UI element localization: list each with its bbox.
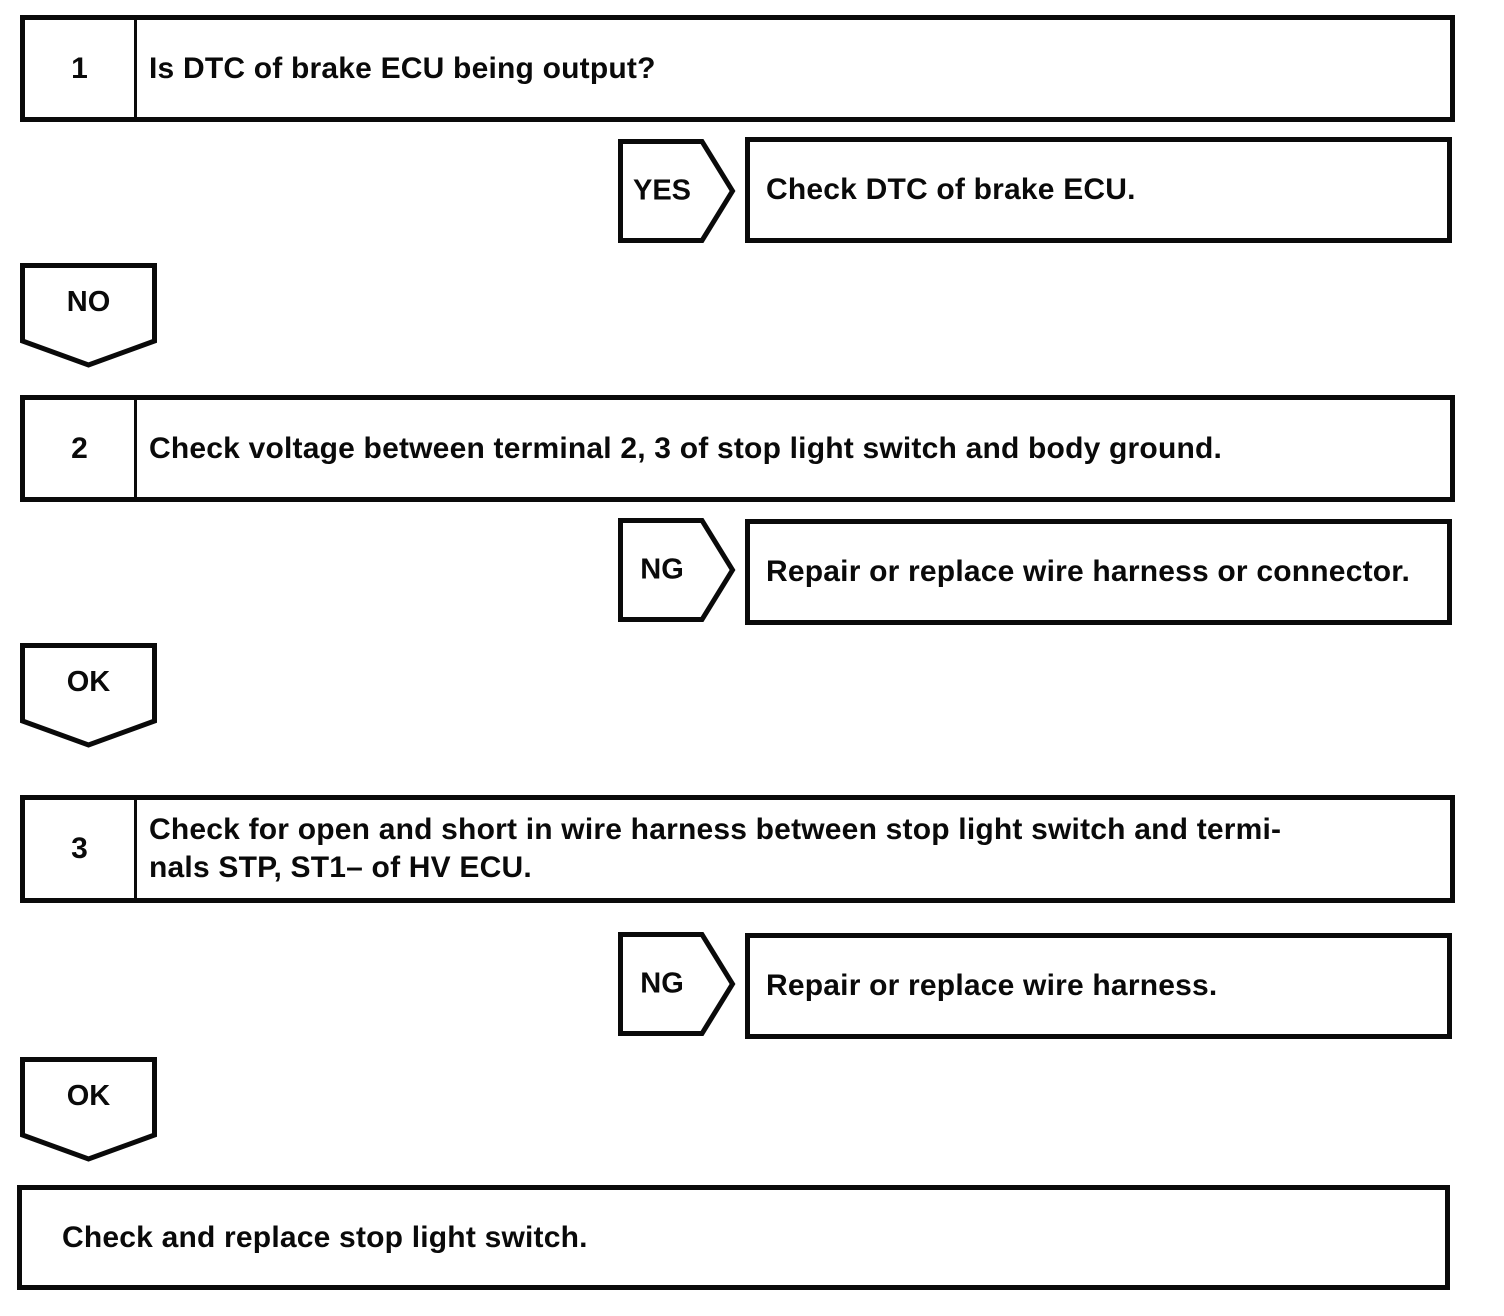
continue-label-no: NO <box>66 286 111 318</box>
ok-continue-pentagon-2: OK <box>20 1057 157 1162</box>
step-number-cell-1: 1 <box>25 20 137 117</box>
step-text-line: nals STP, ST1– of HV ECU. <box>149 851 532 884</box>
right-arrow-pentagon-icon <box>618 139 736 243</box>
ng-branch-pentagon-1: NG <box>618 518 736 622</box>
step-text-2: Check voltage between terminal 2, 3 of s… <box>137 400 1450 497</box>
no-continue-pentagon: NO <box>20 263 157 368</box>
step-number-cell-2: 2 <box>25 400 137 497</box>
ok-continue-pentagon-1: OK <box>20 643 157 748</box>
down-arrow-pentagon-icon <box>20 1057 157 1162</box>
step-text-line: Check voltage between terminal 2, 3 of s… <box>149 431 1223 465</box>
step-box-3: 3 Check for open and short in wire harne… <box>20 795 1455 903</box>
right-arrow-pentagon-icon <box>618 518 736 622</box>
branch-label-ng-1: NG <box>640 553 684 586</box>
step-text-line: Check for open and short in wire harness… <box>149 813 1282 846</box>
result-text: Check DTC of brake ECU. <box>766 173 1136 206</box>
result-box-ng-1: Repair or replace wire harness or connec… <box>745 519 1452 625</box>
step-box-2: 2 Check voltage between terminal 2, 3 of… <box>20 395 1455 502</box>
final-action-box: Check and replace stop light switch. <box>17 1185 1450 1290</box>
down-arrow-pentagon-icon <box>20 643 157 748</box>
step-number-cell-3: 3 <box>25 800 137 898</box>
result-box-yes: Check DTC of brake ECU. <box>745 137 1452 243</box>
down-arrow-pentagon-icon <box>20 263 157 368</box>
step-text-line: Is DTC of brake ECU being output? <box>149 51 656 85</box>
branch-label-yes: YES <box>632 174 692 207</box>
ng-branch-pentagon-2: NG <box>618 932 736 1036</box>
step-number-2: 2 <box>71 431 88 465</box>
step-number-1: 1 <box>71 51 88 85</box>
yes-branch-pentagon: YES <box>618 139 736 243</box>
step-text-3: Check for open and short in wire harness… <box>137 800 1450 898</box>
step-box-1: 1 Is DTC of brake ECU being output? <box>20 15 1455 122</box>
result-text: Repair or replace wire harness. <box>766 969 1218 1002</box>
branch-label-ng-2: NG <box>640 967 684 1000</box>
result-text: Repair or replace wire harness or connec… <box>766 555 1411 588</box>
continue-label-ok-1: OK <box>66 666 111 698</box>
right-arrow-pentagon-icon <box>618 932 736 1036</box>
step-number-3: 3 <box>71 832 88 865</box>
final-action-text: Check and replace stop light switch. <box>62 1220 588 1254</box>
result-box-ng-2: Repair or replace wire harness. <box>745 933 1452 1039</box>
step-text-1: Is DTC of brake ECU being output? <box>137 20 1450 117</box>
continue-label-ok-2: OK <box>66 1080 111 1112</box>
